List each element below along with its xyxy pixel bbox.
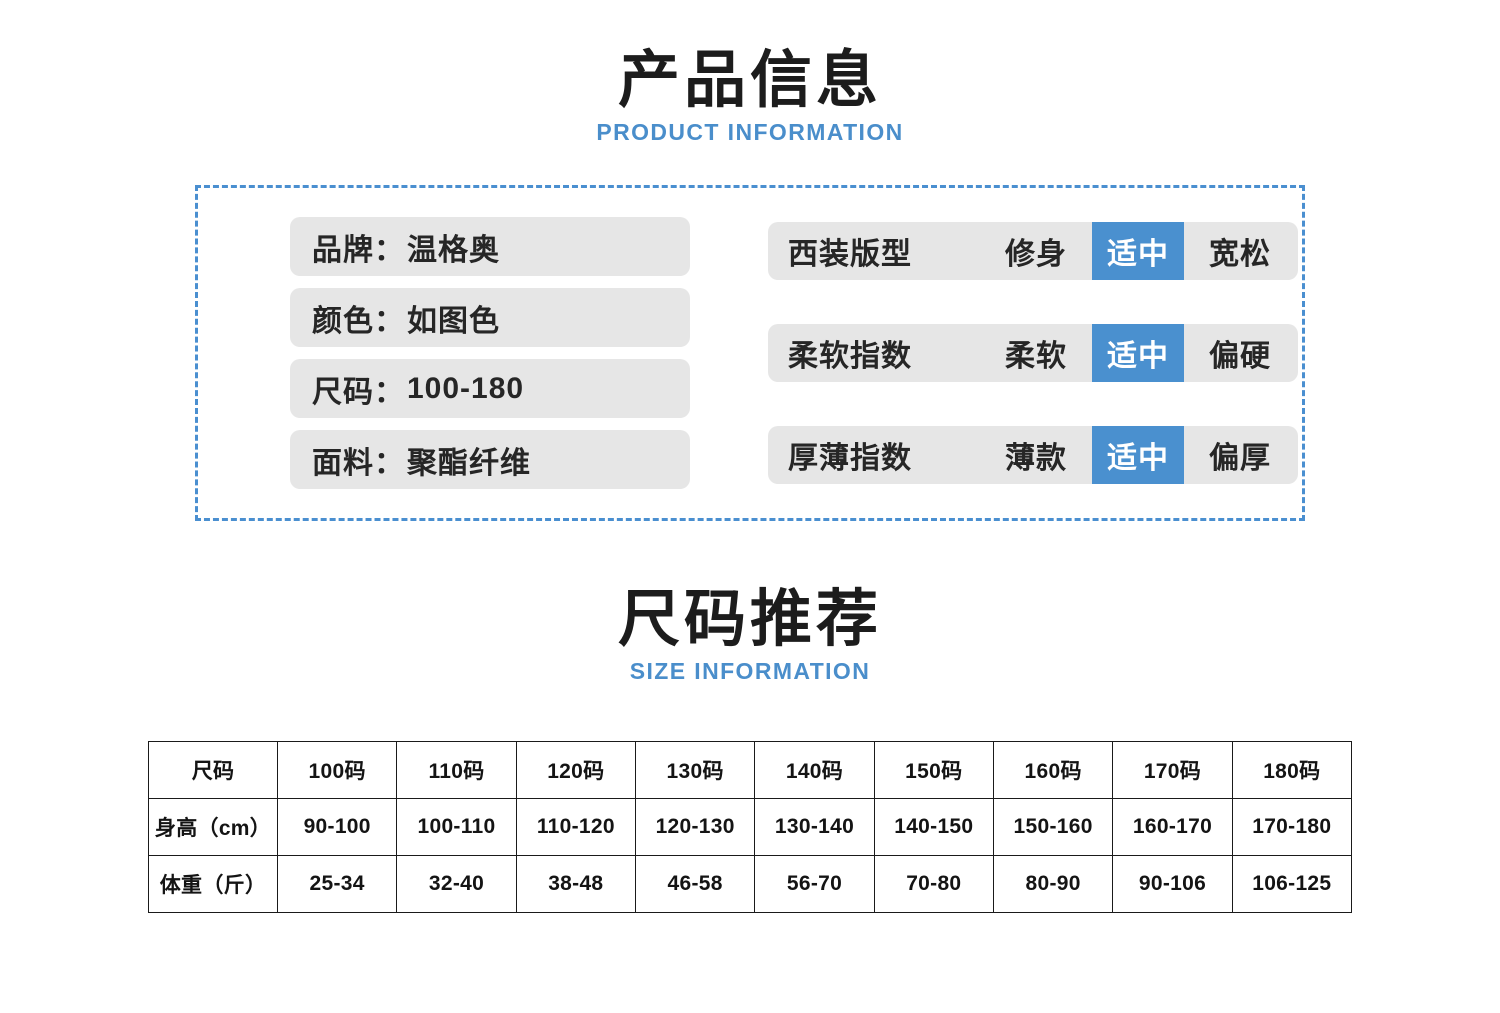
index-label-fit: 西装版型 [788,238,912,272]
spec-label-size: 尺码： [312,375,405,409]
product-title-cn: 产品信息 [617,46,882,115]
index-option-fit-loose[interactable]: 宽松 [1209,238,1271,272]
table-cell-weight-8: 90-106 [1112,855,1233,914]
index-label-thickness: 厚薄指数 [788,442,912,476]
spec-value-color: 如图色 [407,304,500,338]
index-option-thickness-thick[interactable]: 偏厚 [1209,442,1271,476]
spec-row-fabric: 面料： 聚酯纤维 [290,430,690,490]
index-label-softness: 柔软指数 [788,340,912,374]
table-cell-height-3: 110-120 [515,798,636,857]
table-cell-weight-6: 70-80 [873,855,994,914]
spec-value-brand: 温格奥 [407,233,500,267]
table-cell-height-4: 120-130 [634,798,756,857]
table-cell-weight-3: 38-48 [515,855,636,914]
spec-value-fabric: 聚酯纤维 [407,446,531,480]
table-cell-header-3: 120码 [515,741,636,800]
table-cell-header-0: 尺码 [148,741,278,800]
index-option-fit-regular[interactable]: 适中 [1092,222,1184,281]
table-cell-header-2: 110码 [396,741,517,800]
table-cell-header-6: 150码 [873,741,994,800]
index-option-softness-soft[interactable]: 柔软 [1005,340,1067,374]
table-cell-header-9: 180码 [1231,741,1353,800]
index-row-softness: 柔软指数 柔软 适中 偏硬 [768,324,1298,383]
table-cell-height-0: 身高（cm） [148,798,278,857]
size-title-en: SIZE INFORMATION [629,658,871,685]
table-row-height: 身高（cm） 90-100 100-110 110-120 120-130 13… [148,798,1353,857]
spec-label-brand: 品牌： [312,233,405,267]
index-option-softness-medium[interactable]: 适中 [1092,324,1184,383]
table-cell-header-1: 100码 [276,741,398,800]
index-row-fit: 西装版型 修身 适中 宽松 [768,222,1298,281]
index-row-thickness: 厚薄指数 薄款 适中 偏厚 [768,426,1298,485]
table-row-header: 尺码 100码 110码 120码 130码 140码 150码 160码 17… [148,741,1353,800]
index-option-thickness-thin[interactable]: 薄款 [1005,442,1067,476]
table-cell-height-2: 100-110 [396,798,517,857]
table-cell-header-4: 130码 [634,741,756,800]
table-cell-weight-5: 56-70 [754,855,875,914]
product-specs-list: 品牌： 温格奥 颜色： 如图色 尺码： 100-180 面料： 聚酯纤维 [290,217,690,490]
table-cell-height-9: 170-180 [1231,798,1353,857]
table-row-weight: 体重（斤） 25-34 32-40 38-48 46-58 56-70 70-8… [148,855,1353,914]
size-table: 尺码 100码 110码 120码 130码 140码 150码 160码 17… [148,741,1353,914]
table-cell-height-6: 140-150 [873,798,994,857]
product-title-en: PRODUCT INFORMATION [596,119,904,146]
index-option-softness-firm[interactable]: 偏硬 [1209,340,1271,374]
product-info-panel: 品牌： 温格奥 颜色： 如图色 尺码： 100-180 面料： 聚酯纤维 西装版… [195,185,1305,522]
table-cell-header-8: 170码 [1112,741,1233,800]
table-cell-height-1: 90-100 [276,798,398,857]
product-information-heading: 产品信息 PRODUCT INFORMATION [0,0,1500,146]
spec-label-fabric: 面料： [312,446,405,480]
product-index-list: 西装版型 修身 适中 宽松 柔软指数 柔软 适中 偏硬 厚薄指数 薄款 [768,214,1298,492]
size-title-cn: 尺码推荐 [617,585,882,655]
spec-value-size: 100-180 [407,371,525,405]
table-cell-height-5: 130-140 [754,798,875,857]
table-cell-height-8: 160-170 [1112,798,1233,857]
table-cell-weight-1: 25-34 [276,855,398,914]
table-cell-weight-2: 32-40 [396,855,517,914]
table-cell-header-5: 140码 [754,741,875,800]
table-cell-weight-7: 80-90 [992,855,1114,914]
index-option-fit-slim[interactable]: 修身 [1005,238,1067,272]
table-cell-header-7: 160码 [992,741,1114,800]
spec-row-color: 颜色： 如图色 [290,288,690,348]
table-cell-weight-4: 46-58 [634,855,756,914]
table-cell-weight-0: 体重（斤） [148,855,278,914]
table-cell-weight-9: 106-125 [1231,855,1353,914]
table-cell-height-7: 150-160 [992,798,1114,857]
size-table-container: 尺码 100码 110码 120码 130码 140码 150码 160码 17… [148,741,1353,914]
spec-row-brand: 品牌： 温格奥 [290,217,690,277]
spec-row-size: 尺码： 100-180 [290,359,690,419]
spec-label-color: 颜色： [312,304,405,338]
size-information-heading: 尺码推荐 SIZE INFORMATION [0,521,1500,685]
index-option-thickness-medium[interactable]: 适中 [1092,426,1184,485]
